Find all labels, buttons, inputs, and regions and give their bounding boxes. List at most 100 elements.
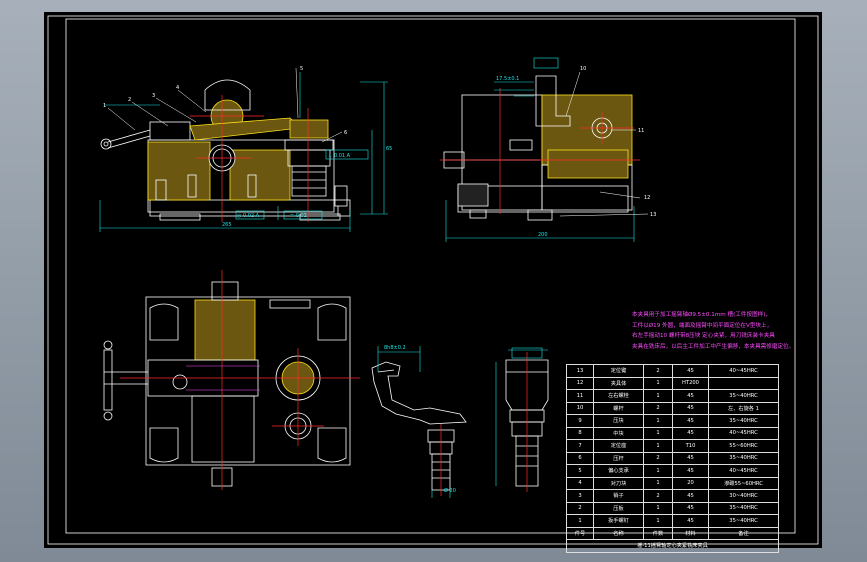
bom-cell: 9 <box>566 414 594 428</box>
bom-cell: 1 <box>643 476 673 490</box>
side-top-dim: 17.5±0.1 <box>496 76 519 82</box>
bom-cell: 40~45HRC <box>708 464 779 478</box>
bom-cell: 件号 <box>566 526 594 540</box>
bom-title-row: 摇-11摇臂轴定心夹紧铣床夹具 <box>566 539 779 553</box>
bom-cell: 渗碳55~60HRC <box>708 476 779 490</box>
bom-cell: 压板 <box>593 501 644 515</box>
view-side-leaders <box>559 71 649 217</box>
bom-cell: 20 <box>672 476 709 490</box>
bom-cell: 5 <box>566 464 594 478</box>
bom-cell: 2 <box>643 489 673 503</box>
pin-dim: Ø 20 <box>444 487 456 494</box>
bom-cell: 6 <box>566 451 594 465</box>
bom-title: 摇-11摇臂轴定心夹紧铣床夹具 <box>566 539 779 553</box>
view-side-centerlines <box>440 88 640 214</box>
bom-cell: 45 <box>672 489 709 503</box>
bom-cell: 螺杆 <box>593 401 644 415</box>
bom-cell: 2 <box>643 401 673 415</box>
bom-cell: 2 <box>643 451 673 465</box>
bom-cell: 35~40HRC <box>708 389 779 403</box>
bom-cell: 压块 <box>593 414 644 428</box>
bom-cell: 3 <box>566 489 594 503</box>
bom-cell: 35~40HRC <box>708 414 779 428</box>
bom-cell: 1 <box>643 501 673 515</box>
view-front-centerlines <box>190 95 309 222</box>
balloon-10: 10 <box>580 66 586 72</box>
bom-cell: 8 <box>566 426 594 440</box>
front-gdt-top: ⊥ 0.01 A <box>328 153 351 159</box>
bom-cell: 4 <box>566 476 594 490</box>
front-gdt-bottom1: ◎ 0.02 A <box>237 213 260 219</box>
balloon-4: 4 <box>176 85 179 91</box>
front-height-dim: 65 <box>386 146 392 152</box>
technical-notes: 本夹具用于加工摇臂轴Ø9.5±0.1mm 槽(工件按图样)， 工件以Ø19 外圆… <box>632 310 832 352</box>
bom-cell: 备注 <box>708 526 779 540</box>
balloon-5: 5 <box>300 66 303 72</box>
bom-cell: 10 <box>566 401 594 415</box>
view-front-leaders <box>107 67 343 143</box>
bom-cell: 夹具体 <box>593 376 644 390</box>
balloon-1: 1 <box>103 103 106 109</box>
balloon-12: 12 <box>644 195 650 201</box>
balloon-6: 6 <box>344 130 347 136</box>
bom-cell: 12 <box>566 376 594 390</box>
view-top-centerlines <box>120 270 360 490</box>
bom-cell: 35~40HRC <box>708 501 779 515</box>
bom-cell: 45 <box>672 464 709 478</box>
front-width-dim: 265 <box>222 222 232 228</box>
bom-cell: 55~60HRC <box>708 439 779 453</box>
bom-cell: 材料 <box>672 526 709 540</box>
bom-cell: 1 <box>643 389 673 403</box>
bom-cell: 左右螺栓 <box>593 389 644 403</box>
note-line: 右左手摇动10 螺杆带8压块 定心夹紧，用刀铣床装卡夹具 <box>632 333 775 339</box>
view-top-pinklines <box>186 365 260 391</box>
side-width-dim: 200 <box>538 232 548 238</box>
view-side-section <box>443 75 633 221</box>
bom-cell: 45 <box>672 389 709 403</box>
bom-cell: 40~45HRC <box>708 364 779 378</box>
inner-border <box>65 18 796 534</box>
bom-cell: 1 <box>643 414 673 428</box>
bom-cell: 左、右旋各 1 <box>708 401 779 415</box>
bom-cell: 45 <box>672 514 709 528</box>
balloon-2: 2 <box>128 97 131 103</box>
view-top-plan <box>103 281 351 487</box>
bom-cell: 1 <box>566 514 594 528</box>
bom-cell: 1 <box>643 376 673 390</box>
bom-cell: 名称 <box>593 526 644 540</box>
view-detail-pin-dims <box>495 347 548 486</box>
note-line: 本夹具用于加工摇臂轴Ø9.5±0.1mm 槽(工件按图样)， <box>632 312 772 318</box>
bom-header-row: 件号名称件数材料备注 <box>566 526 779 540</box>
balloon-11: 11 <box>638 128 644 134</box>
bom-cell: HT200 <box>672 376 709 390</box>
bom-cell: 销子 <box>593 489 644 503</box>
note-line: 工件以Ø19 外圆，端面及摇臂中间平面定位在V型块上， <box>632 322 773 329</box>
bom-cell: 45 <box>672 414 709 428</box>
bom-cell: 45 <box>672 426 709 440</box>
bom-cell: 45 <box>672 364 709 378</box>
bom-cell: 2 <box>643 364 673 378</box>
bom-cell: 定位键 <box>593 364 644 378</box>
bom-cell: 35~40HRC <box>708 451 779 465</box>
view-detail-lever <box>371 361 467 491</box>
bom-cell: 1 <box>643 464 673 478</box>
bom-cell: 30~40HRC <box>708 489 779 503</box>
bom-cell: 35~40HRC <box>708 514 779 528</box>
bom-cell: 1 <box>643 426 673 440</box>
view-front-dimensions <box>99 72 388 232</box>
bom-cell: 定位座 <box>593 439 644 453</box>
bom-cell: 40~45HRC <box>708 426 779 440</box>
bom-cell: 13 <box>566 364 594 378</box>
front-gdt-bottom2: = 0.02 <box>290 213 307 219</box>
lever-dim: 8h8±0.2 <box>384 345 406 351</box>
